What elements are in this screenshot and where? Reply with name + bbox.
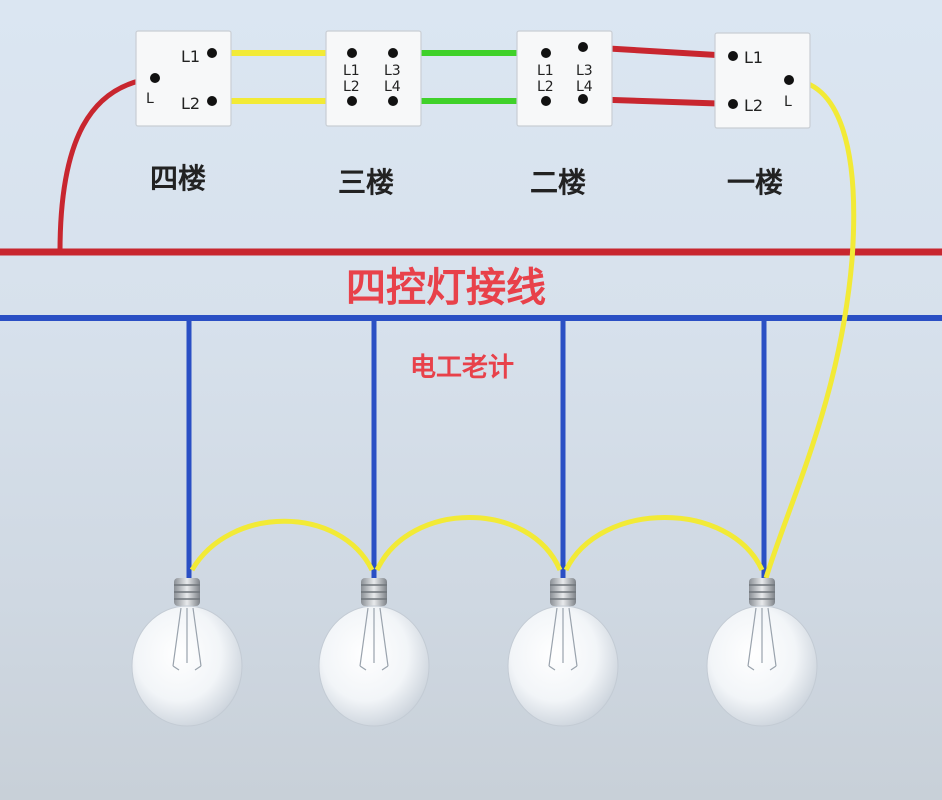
floor-label-4f: 四楼 [150,162,206,195]
switch-2f-plate [516,30,613,127]
switch-4f-dot-l1 [207,48,217,58]
switch-1f-dot-l [784,75,794,85]
switched-live-down [763,77,857,579]
switch-3f-terminal-l3: L3 [384,63,401,79]
switch-2f-terminal-l3: L3 [576,63,593,79]
switch-1f-dot-l1 [728,51,738,61]
switch-3f-dot-l4 [388,96,398,106]
floor-label-3f: 三楼 [338,166,394,199]
switched-live-bulb-link-3 [563,515,765,572]
switch-1f-terminal-l: L [784,94,792,110]
switch-4f-dot-l [150,73,160,83]
switch-4f-terminal-l1: L1 [181,47,200,66]
switch-1f-dot-l2 [728,99,738,109]
switch-2f-dot-l4 [578,94,588,104]
switch-3f-dot-l1 [347,48,357,58]
switch-3f-dot-l2 [347,96,357,106]
switch-2f-terminal-l1: L1 [537,63,554,79]
author-credit: 电工老计 [410,353,514,383]
switch-4f-terminal-l2: L2 [181,94,200,113]
bulb-1-glass [131,605,243,727]
switch-3f-plate [325,30,422,127]
switch-3f-dot-l3 [388,48,398,58]
switch-4f-terminal-l: L [146,91,154,107]
switch-2f-terminal-l4: L4 [576,79,593,95]
switched-live-bulb-link-1 [189,518,375,572]
switch-2f: L1 L2 L3 L4 [516,30,613,127]
switch-2f-dot-l3 [578,42,588,52]
switch-1f-plate [714,32,811,129]
switch-1f-terminal-l1: L1 [744,48,763,67]
switch-3f-terminal-l1: L1 [343,63,360,79]
switched-live-bulb-link-2 [374,515,563,572]
bulb-1 [131,578,243,727]
bulb-3-glass [507,605,619,727]
switch-1f-terminal-l2: L2 [744,96,763,115]
switch-4f-dot-l2 [207,96,217,106]
bulb-4 [706,578,818,727]
switch-4f: L1 L2 L [135,30,232,127]
switch-3f-terminal-l4: L4 [384,79,401,95]
switch-2f-terminal-l2: L2 [537,79,554,95]
switch-2f-dot-l1 [541,48,551,58]
switch-3f-terminal-l2: L2 [343,79,360,95]
floor-label-1f: 一楼 [727,166,783,199]
bulb-4-glass [706,605,818,727]
switch-3f: L1 L2 L3 L4 [325,30,422,127]
switch-2f-dot-l2 [541,96,551,106]
live-feed-wire [57,75,156,253]
bulb-3 [507,578,619,727]
bulb-2-glass [318,605,430,727]
diagram-title: 四控灯接线 [346,265,546,311]
bulb-2 [318,578,430,727]
floor-label-2f: 二楼 [530,166,586,199]
switch-1f: L1 L2 L [714,32,811,129]
